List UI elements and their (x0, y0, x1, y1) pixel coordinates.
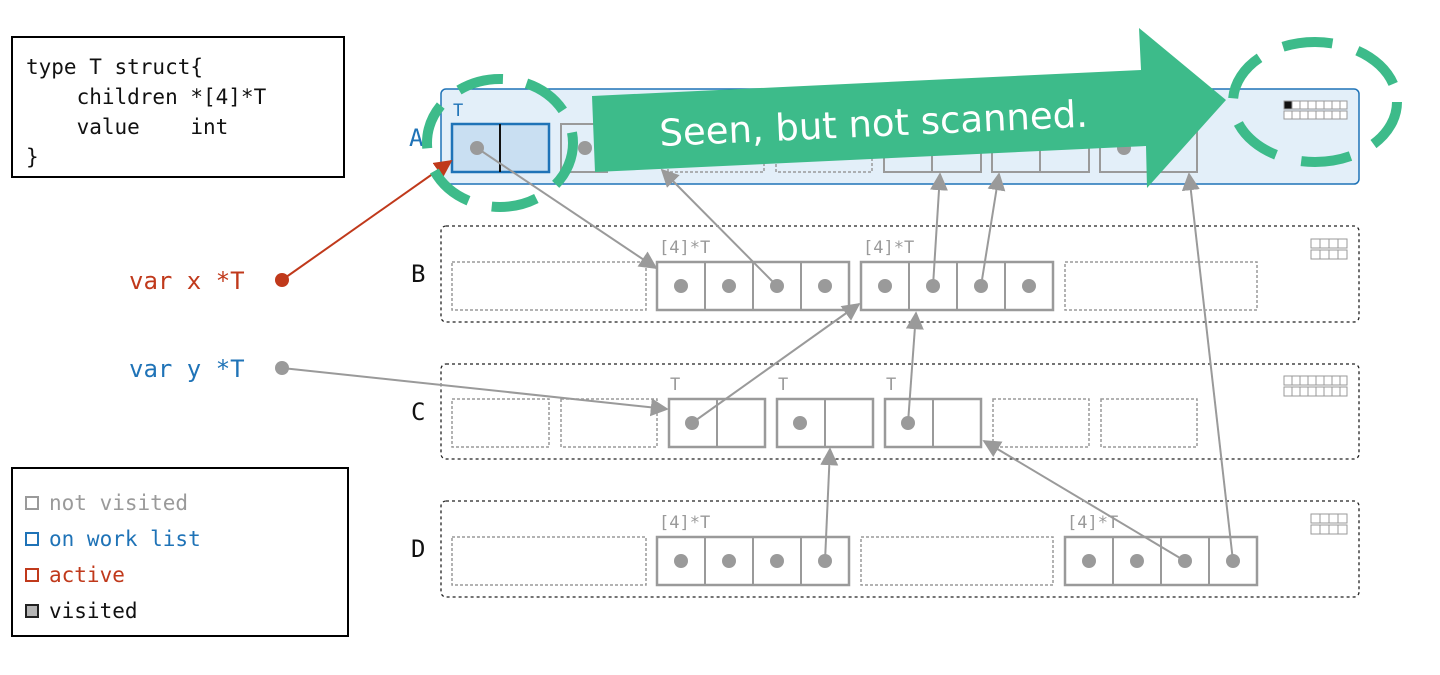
object-type-label-c4: T (778, 375, 788, 395)
object-b2-pointer-dot-1 (722, 279, 736, 293)
span-a-label: A (409, 124, 424, 152)
legend-item-on-work-list: on work list (25, 521, 347, 557)
span-a-mark-bitmap (1283, 100, 1348, 120)
object-c2 (560, 398, 658, 448)
root-y-label: var y *T (129, 355, 245, 383)
object-d2-pointer-dot-0 (674, 554, 688, 568)
edge-x-to-a1 (281, 159, 453, 281)
object-d3 (860, 536, 1054, 586)
object-type-label-b2: [4]*T (659, 238, 710, 258)
edge-b3-to-a5 (930, 172, 948, 287)
callout-highlight-bitmap (1228, 37, 1402, 167)
edge-b2-to-a2 (660, 168, 778, 287)
object-c7 (1100, 398, 1198, 448)
object-b2-pointer-dot-3 (818, 279, 832, 293)
object-b3-pointer-dot-3 (1022, 279, 1036, 293)
legend-label: on work list (49, 527, 201, 551)
code-line: children *[4]*T (26, 85, 267, 109)
object-c1 (451, 398, 550, 448)
legend-label: active (49, 563, 125, 587)
object-d4-pointer-dot-1 (1130, 554, 1144, 568)
object-type-label-c3: T (670, 375, 680, 395)
edge-a1-to-b2 (476, 147, 658, 270)
pointer-edges (281, 147, 1234, 562)
root-x-pointer-dot (275, 273, 289, 287)
code-line: type T struct{ (26, 55, 204, 79)
legend-item-not-visited: not visited (25, 485, 347, 521)
legend-label: visited (49, 599, 138, 623)
code-line: } (26, 145, 39, 169)
edge-b3-to-a6 (980, 172, 1006, 287)
span-c-mark-bitmap (1283, 375, 1348, 397)
object-b4 (1064, 261, 1258, 311)
root-y-pointer-dot (275, 361, 289, 375)
span-c-frame (440, 363, 1360, 460)
edge-c3-to-b3 (691, 302, 861, 424)
legend-swatch-on-work-list (25, 532, 39, 546)
object-b1 (451, 261, 647, 311)
object-d2-pointer-dot-2 (770, 554, 784, 568)
legend-swatch-active (25, 568, 39, 582)
legend-item-visited: visited (25, 593, 347, 629)
span-d-frame (440, 500, 1360, 598)
edge-y-to-c3 (281, 367, 669, 417)
span-d: D [4]*T [4]*T (411, 500, 1360, 598)
object-d4-pointer-dot-0 (1082, 554, 1096, 568)
legend-swatch-not-visited (25, 496, 39, 510)
legend-item-active: active (25, 557, 347, 593)
object-type-label-d4: [4]*T (1067, 513, 1118, 533)
object-type-label-b3: [4]*T (863, 238, 914, 258)
span-d-mark-bitmap (1310, 513, 1348, 535)
edge-d2-to-c4 (820, 447, 839, 562)
object-type-label-c5: T (886, 375, 896, 395)
span-c-label: C (411, 398, 425, 426)
object-c6 (992, 398, 1090, 448)
span-d-label: D (411, 535, 425, 563)
object-b2-pointer-dot-0 (674, 279, 688, 293)
callout-arrow: Seen, but not scanned. (592, 28, 1226, 188)
callout-highlight-object (422, 74, 578, 212)
root-x-label: var x *T (129, 267, 245, 295)
edge-c5-to-b3 (905, 311, 924, 424)
root-y: var y *T (129, 355, 289, 383)
object-b3-pointer-dot-0 (878, 279, 892, 293)
object-d2-pointer-dot-1 (722, 554, 736, 568)
edge-d4-to-c5 (982, 440, 1186, 562)
span-b-label: B (411, 260, 425, 288)
code-line: value int (26, 115, 229, 139)
span-b: B [4]*T [4]*T (411, 225, 1360, 323)
struct-definition: type T struct{ children *[4]*T value int… (11, 36, 345, 178)
object-a2-pointer-dot (578, 141, 592, 155)
span-b-mark-bitmap (1310, 238, 1348, 260)
object-d1 (451, 536, 647, 586)
legend-swatch-visited (25, 604, 39, 618)
legend: not visited on work list active visited (11, 467, 349, 637)
object-c4-pointer-dot (793, 416, 807, 430)
root-x: var x *T (129, 159, 453, 295)
object-type-label-a1: T (453, 101, 463, 121)
span-c: C T T T (411, 363, 1360, 460)
object-type-label-d2: [4]*T (659, 513, 710, 533)
edge-d4-to-a7 (1181, 172, 1234, 562)
legend-label: not visited (49, 491, 189, 515)
